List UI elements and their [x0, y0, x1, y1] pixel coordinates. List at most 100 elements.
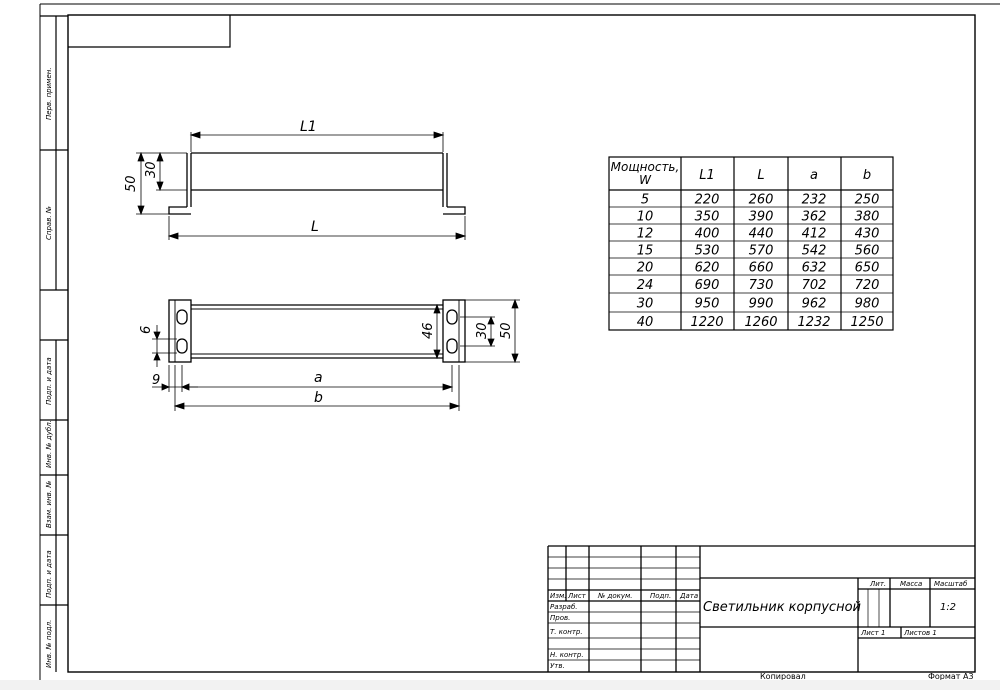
- dim-b: [173, 365, 461, 411]
- table-cell: 1260: [744, 315, 777, 330]
- dim-L1: [189, 131, 445, 139]
- table-cell: 30: [637, 297, 654, 312]
- tb-scale-value: 1:2: [940, 602, 956, 613]
- table-cell: 250: [855, 193, 880, 208]
- table-cell: 430: [855, 227, 880, 242]
- table-cell: 690: [695, 278, 720, 293]
- table-header-power-line: Мощность,: [611, 160, 680, 174]
- size-table: [608, 156, 894, 331]
- tb-mass-label: Масса: [900, 580, 922, 588]
- table-cell: 220: [695, 193, 720, 208]
- table-cell: 1250: [850, 315, 883, 330]
- label-h9: 9: [152, 373, 160, 388]
- table-cell: 412: [802, 227, 827, 242]
- tb-scale-label: Масштаб: [934, 580, 968, 588]
- table-cell: 950: [695, 297, 720, 312]
- table-cell: 10: [637, 210, 654, 225]
- table-cell: 632: [802, 261, 827, 276]
- tb-sheets-label: Листов 1: [903, 629, 937, 637]
- left-side-stamps: [40, 15, 68, 672]
- dim-height-front: [136, 151, 187, 216]
- drawing-frame: [67, 14, 976, 673]
- label-h50-top: 50: [499, 322, 514, 339]
- table-cell: 362: [802, 210, 827, 225]
- table-cell: 20: [637, 261, 654, 276]
- tb-role-utv: Утв.: [550, 662, 565, 670]
- table-cell: 702: [802, 278, 827, 293]
- table-cell: 650: [855, 261, 880, 276]
- table-cell: 15: [637, 244, 654, 259]
- bottom-shadow-strip: [0, 680, 1000, 690]
- table-cell: 570: [749, 244, 774, 259]
- footer-format: Формат А3: [928, 672, 974, 681]
- table-header-cell: a: [810, 168, 818, 183]
- table-cell: 560: [855, 244, 880, 259]
- table-cell: 1220: [690, 315, 723, 330]
- label-h30-top: 30: [475, 322, 490, 339]
- table-cell: 962: [802, 297, 827, 312]
- dim-L: [167, 216, 467, 240]
- title-block: [547, 545, 975, 672]
- table-cell: 400: [695, 227, 720, 242]
- dim-height-top: [433, 298, 520, 364]
- stamp-inv-dubl: Инв. № дубл.: [45, 420, 53, 468]
- table-cell: 390: [749, 210, 774, 225]
- label-h50-front: 50: [124, 175, 139, 192]
- tb-sheet-label: Лист 1: [860, 629, 885, 637]
- table-cell: 990: [749, 297, 774, 312]
- tb-role-prov: Пров.: [550, 614, 570, 622]
- label-h46: 46: [421, 322, 436, 339]
- dim-a: [182, 365, 454, 392]
- label-h30-front: 30: [144, 161, 159, 178]
- top-view: [168, 299, 466, 363]
- table-cell: 730: [749, 278, 774, 293]
- table-cell: 660: [749, 261, 774, 276]
- table-cell: 720: [855, 278, 880, 293]
- table-header-cell: L: [757, 168, 764, 183]
- tb-role-nkontr: Н. контр.: [550, 651, 584, 659]
- label-L: L: [311, 219, 319, 235]
- label-b: b: [314, 390, 323, 406]
- slot-right-top: [446, 309, 458, 325]
- tb-role-tkontr: Т. контр.: [550, 628, 583, 636]
- table-cell: 350: [695, 210, 720, 225]
- table-cell: 260: [749, 193, 774, 208]
- table-cell: 232: [802, 193, 827, 208]
- tb-col-dokum: № докум.: [597, 592, 633, 600]
- slot-left-bottom: [176, 338, 188, 354]
- table-cell: 980: [855, 297, 880, 312]
- tb-col-list: Лист: [567, 592, 587, 600]
- table-cell: 380: [855, 210, 880, 225]
- slot-right-bottom: [446, 338, 458, 354]
- table-cell: 542: [802, 244, 827, 259]
- tb-lit-label: Лит.: [869, 580, 886, 588]
- label-h6: 6: [139, 326, 154, 334]
- title-block-fine-lines: [548, 556, 880, 661]
- tb-title: Светильник корпусной: [703, 600, 861, 615]
- table-cell: 1232: [797, 315, 830, 330]
- tb-col-data: Дата: [679, 592, 698, 600]
- stamp-inv-podl: Инв. № подл.: [45, 620, 53, 668]
- tb-col-izm: Изм.: [550, 592, 566, 600]
- table-cell: 12: [637, 227, 654, 242]
- label-L1: L1: [300, 119, 317, 135]
- table-cell: 24: [637, 278, 654, 293]
- table-cell: 620: [695, 261, 720, 276]
- table-cell: 40: [637, 315, 654, 330]
- stamp-podp-data-1: Подп. и дата: [45, 357, 53, 405]
- tb-role-razrab: Разраб.: [550, 603, 578, 611]
- front-view: [168, 132, 466, 215]
- table-cell: 440: [749, 227, 774, 242]
- table-header-power-line: W: [639, 173, 652, 187]
- table-cell: 5: [641, 193, 649, 208]
- stamp-sprav-no: Справ. №: [45, 206, 53, 240]
- stamp-perv-primen: Перв. примен.: [45, 67, 53, 120]
- table-header-cell: b: [863, 168, 871, 183]
- table-header-cell: L1: [699, 168, 715, 183]
- slot-left-top: [176, 309, 188, 325]
- stamp-podp-data-2: Подп. и дата: [45, 550, 53, 598]
- footer-copied: Копировал: [760, 672, 806, 681]
- top-left-stamp-box: [68, 15, 231, 48]
